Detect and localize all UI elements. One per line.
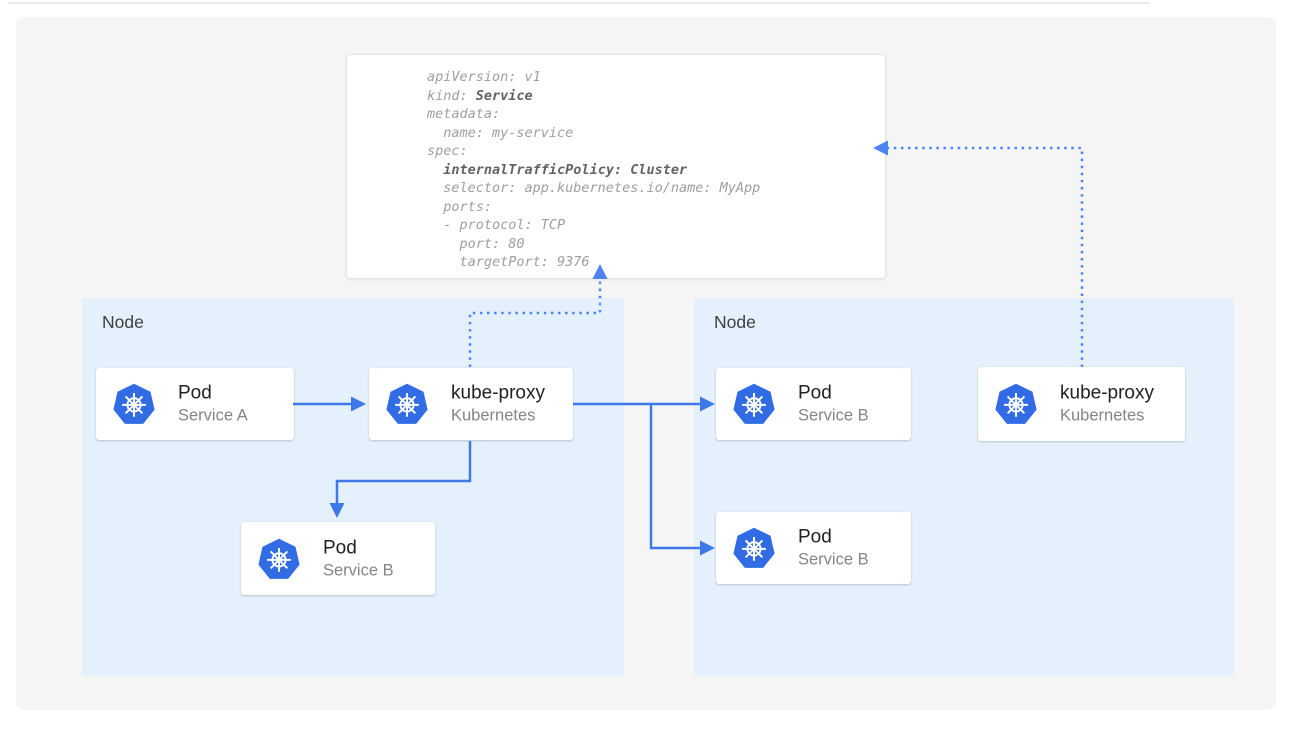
card-subtitle: Service B (798, 406, 869, 425)
card-title: Pod (798, 382, 832, 404)
card-subtitle: Service B (323, 561, 394, 579)
card-title: Pod (323, 537, 357, 558)
node-left: Node (82, 298, 624, 676)
kubernetes-logo-icon (732, 526, 776, 570)
card-pod-service-b-left-node: Pod Service B (241, 522, 435, 595)
top-divider (8, 2, 1150, 4)
card-title: Pod (798, 526, 832, 548)
node-left-label: Node (102, 312, 144, 332)
card-text: Pod Service A (178, 382, 248, 427)
card-subtitle: Service B (798, 550, 869, 569)
card-pod-service-a: Pod Service A (96, 368, 294, 440)
card-pod-service-b-right-node-bottom: Pod Service B (716, 512, 911, 584)
card-title: Pod (178, 382, 212, 404)
card-text: Pod Service B (323, 536, 394, 581)
card-subtitle: Kubernetes (1060, 406, 1145, 425)
card-title: kube-proxy (1060, 382, 1154, 404)
card-kube-proxy-left: kube-proxy Kubernetes (369, 368, 573, 440)
card-subtitle: Kubernetes (451, 406, 536, 425)
kubernetes-logo-icon (385, 382, 429, 426)
card-subtitle: Service A (178, 406, 248, 425)
card-text: kube-proxy Kubernetes (1060, 382, 1154, 427)
kubernetes-logo-icon (112, 382, 156, 426)
card-text: kube-proxy Kubernetes (451, 382, 545, 427)
card-pod-service-b-right-node-top: Pod Service B (716, 368, 911, 440)
kubernetes-logo-icon (732, 382, 776, 426)
card-text: Pod Service B (798, 382, 869, 427)
card-kube-proxy-right: kube-proxy Kubernetes (978, 367, 1185, 441)
kubernetes-logo-icon (257, 537, 301, 581)
kubernetes-logo-icon (994, 382, 1038, 426)
card-title: kube-proxy (451, 382, 545, 404)
node-right: Node (694, 298, 1234, 676)
node-right-label: Node (714, 312, 756, 332)
card-text: Pod Service B (798, 526, 869, 571)
